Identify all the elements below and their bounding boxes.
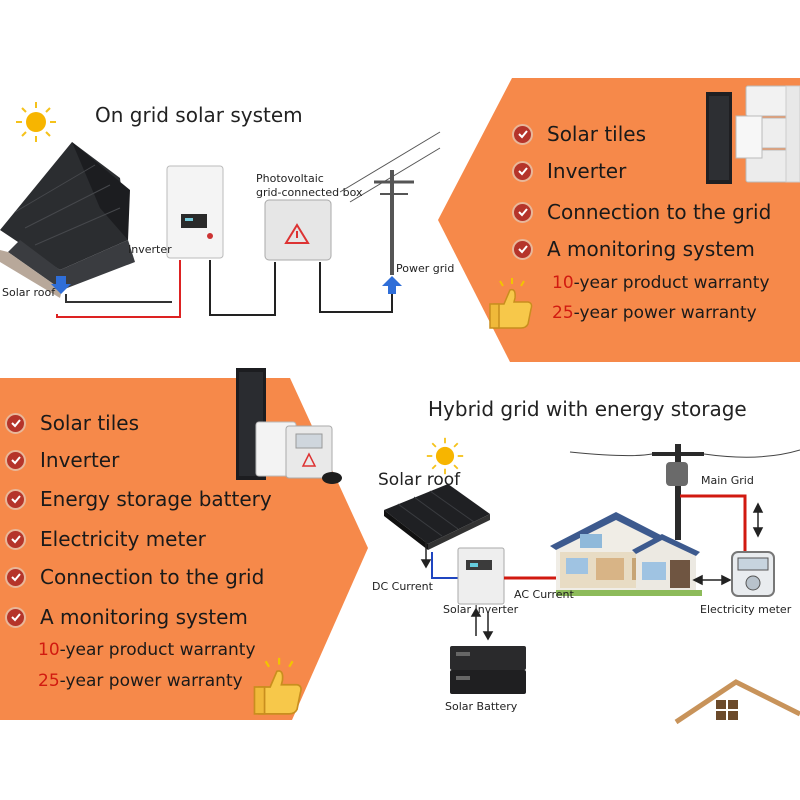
bottom-feature-label: Connection to the grid	[40, 565, 265, 589]
warranty-text: -year power warranty	[59, 671, 243, 691]
check-icon	[5, 488, 26, 510]
pv-box-label-line2: grid-connected box	[256, 186, 363, 199]
hybrid-diagram	[384, 444, 800, 694]
on-grid-diagram	[0, 131, 441, 318]
bottom-feature-label: Electricity meter	[40, 527, 206, 551]
check-icon	[512, 160, 533, 182]
bottom-feature-item: Connection to the grid	[5, 565, 264, 589]
sun-icon	[16, 102, 56, 142]
top-feature-label: A monitoring system	[547, 237, 755, 261]
warranty-text: -year power warranty	[573, 303, 757, 323]
battery-cabinet-icon	[706, 85, 800, 184]
ac-current-label: AC Current	[514, 588, 574, 601]
top-feature-item: Solar tiles	[512, 122, 646, 146]
warranty-text: -year product warranty	[59, 640, 256, 660]
warranty-text: -year product warranty	[573, 273, 770, 293]
solar-roof-label: Solar roof	[378, 470, 461, 490]
solar-inverter-icon	[457, 547, 505, 605]
top-feature-item: Inverter	[512, 159, 626, 183]
bottom-feature-item: Electricity meter	[5, 527, 206, 551]
warranty-years: 10	[38, 640, 60, 660]
check-icon	[5, 606, 26, 628]
bottom-feature-item: Inverter	[5, 448, 119, 472]
check-icon	[5, 528, 26, 550]
inverter-label: Inverter	[128, 243, 172, 256]
bottom-title: Hybrid grid with energy storage	[428, 397, 747, 421]
house-icon	[550, 512, 702, 596]
warranty-years: 25	[552, 303, 574, 323]
power-pole-icon	[339, 131, 441, 275]
dc-current-label: DC Current	[372, 580, 433, 593]
solar-battery-label: Solar Battery	[445, 700, 518, 713]
check-icon	[512, 238, 533, 260]
solar-battery-icon	[450, 646, 526, 694]
top-feature-label: Connection to the grid	[547, 200, 772, 224]
bottom-feature-label: Solar tiles	[40, 411, 140, 435]
electricity-meter-icon	[731, 551, 775, 597]
thumbs-up-icon	[489, 278, 533, 329]
check-icon	[5, 449, 26, 471]
top-feature-label: Solar tiles	[547, 122, 647, 146]
house-logo-icon	[674, 679, 800, 725]
pv-grid-box-icon	[264, 199, 332, 261]
bottom-warranty-power: 25-year power warranty	[38, 671, 243, 691]
bottom-feature-label: Energy storage battery	[40, 487, 272, 511]
power-pole-icon	[569, 444, 800, 540]
solar-roof-icon	[0, 142, 135, 298]
check-icon	[5, 566, 26, 588]
top-warranty-product: 10-year product warranty	[552, 273, 770, 293]
check-icon	[5, 412, 26, 434]
check-icon	[512, 201, 533, 223]
solar-roof-label: Solar roof	[2, 286, 56, 299]
warranty-years: 25	[38, 671, 60, 691]
check-icon	[512, 123, 533, 145]
top-warranty-power: 25-year power warranty	[552, 303, 757, 323]
bottom-feature-item: A monitoring system	[5, 605, 248, 629]
solar-inverter-label: Solar Inverter	[443, 603, 519, 616]
top-title: On grid solar system	[95, 103, 303, 127]
bottom-feature-item: Energy storage battery	[5, 487, 272, 511]
electricity-meter-label: Electricity meter	[700, 603, 792, 616]
thumbs-up-icon	[253, 657, 302, 715]
bottom-warranty-product: 10-year product warranty	[38, 640, 256, 660]
bottom-feature-label: A monitoring system	[40, 605, 248, 629]
top-feature-item: A monitoring system	[512, 237, 755, 261]
main-grid-label: Main Grid	[701, 474, 754, 487]
solar-panel-icon	[384, 484, 490, 550]
top-feature-label: Inverter	[547, 159, 627, 183]
bottom-feature-label: Inverter	[40, 448, 120, 472]
bottom-feature-item: Solar tiles	[5, 411, 139, 435]
warranty-years: 10	[552, 273, 574, 293]
top-feature-item: Connection to the grid	[512, 200, 771, 224]
inverter-icon	[166, 165, 224, 259]
sun-icon	[426, 437, 464, 475]
pv-box-label-line1: Photovoltaic	[256, 172, 324, 185]
hybrid-products-icon	[236, 368, 342, 484]
power-grid-label: Power grid	[396, 262, 455, 275]
